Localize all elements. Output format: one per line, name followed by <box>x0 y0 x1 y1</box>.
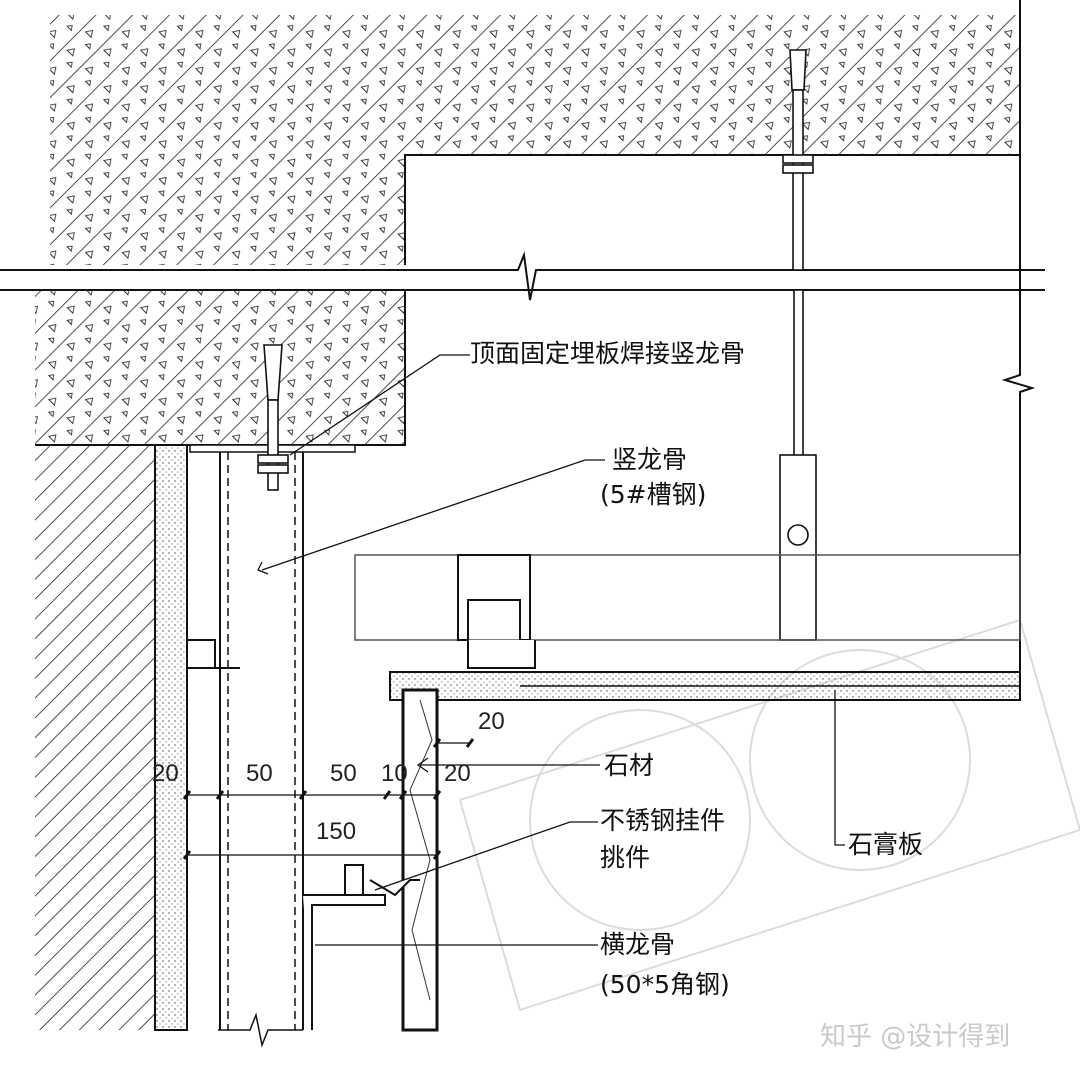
label-vertical-keel: 竖龙骨 <box>612 445 688 474</box>
concrete-slab-lower <box>35 290 405 445</box>
label-horizontal-keel-spec: (50*5角钢) <box>600 970 730 999</box>
concrete-slab-top <box>50 15 1020 265</box>
vertical-keel <box>187 452 304 1048</box>
label-hanger: 不锈钢挂件 <box>600 806 726 835</box>
label-vertical-keel-spec: (5#槽钢) <box>600 480 707 509</box>
label-hanger-2: 挑件 <box>600 843 651 872</box>
dim-reveal-20: 20 <box>478 708 505 735</box>
ceiling-void <box>354 554 1021 641</box>
dim-10: 10 <box>381 760 408 787</box>
dim-50-b: 50 <box>330 760 357 787</box>
label-embed-plate: 顶面固定埋板焊接竖龙骨 <box>470 339 746 368</box>
hanger-rod <box>779 49 817 641</box>
label-horizontal-keel: 横龙骨 <box>600 930 676 959</box>
dim-20-right: 20 <box>444 760 471 787</box>
label-stone: 石材 <box>604 751 655 780</box>
stone-panel <box>401 688 439 1032</box>
dimension-lines <box>182 738 475 860</box>
ceiling-keel <box>457 554 536 669</box>
leader-lines <box>257 354 845 946</box>
label-gypsum: 石膏板 <box>848 830 924 859</box>
watermark-text: 知乎 @设计得到 <box>820 1022 1011 1052</box>
dim-150: 150 <box>316 818 357 845</box>
dim-50-a: 50 <box>246 760 273 787</box>
render-layer <box>154 444 188 1031</box>
structural-wall <box>35 445 155 1030</box>
anchor-bolt <box>257 344 289 491</box>
dim-20-left: 20 <box>152 760 179 787</box>
